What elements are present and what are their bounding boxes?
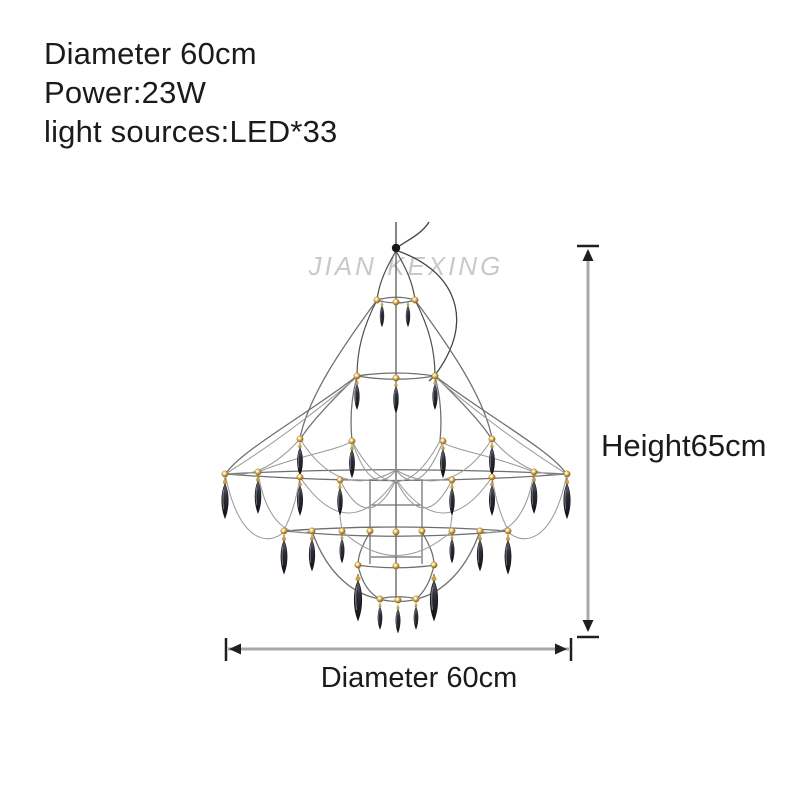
diameter-dimension-left-arrow-icon <box>229 643 241 655</box>
suspension-cables <box>395 221 458 382</box>
height-dimension-line <box>577 244 599 639</box>
chandelier-web-wires <box>224 376 568 557</box>
canopy-ball <box>391 243 401 253</box>
diameter-dimension-label: Diameter 60cm <box>320 662 518 694</box>
chandelier-frame-dark <box>356 250 436 599</box>
spec-text-block: Diameter 60cm Power:23W light sources:LE… <box>44 34 338 151</box>
spec-line-diameter: Diameter 60cm <box>44 36 257 71</box>
diameter-dimension-line <box>224 638 573 661</box>
height-dimension-top-arrow-icon <box>582 249 594 261</box>
spec-line-power: Power:23W <box>44 75 207 110</box>
diameter-dimension-right-arrow-icon <box>555 643 567 655</box>
spec-line-light-sources: light sources:LED*33 <box>44 114 338 149</box>
height-dimension-label: Height65cm <box>601 428 767 463</box>
height-dimension-bottom-arrow-icon <box>582 620 594 632</box>
